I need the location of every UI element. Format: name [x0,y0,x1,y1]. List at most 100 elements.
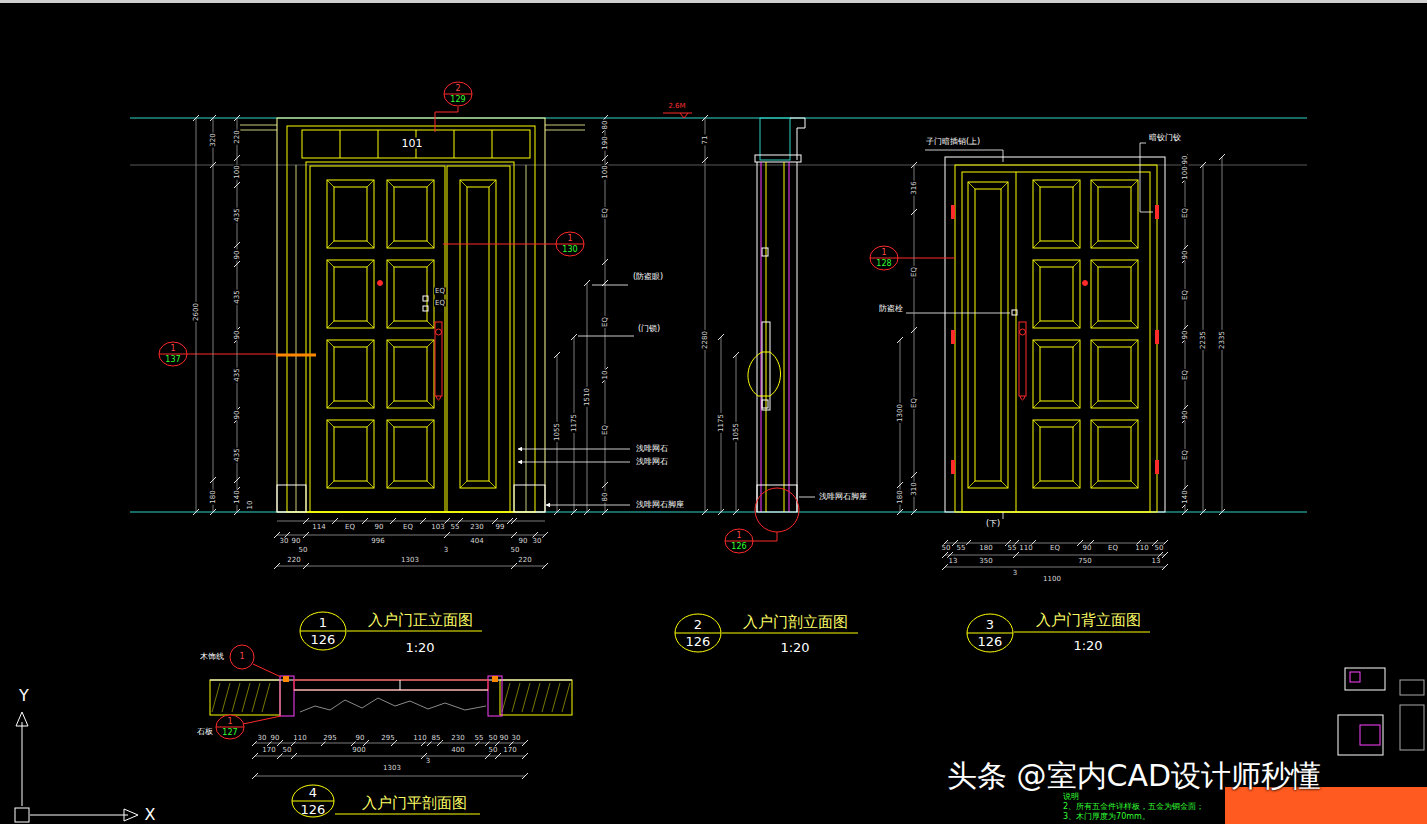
callout-text-group: 3126 [966,613,1014,653]
panel-bevel [427,401,434,408]
panel-bevel [1131,260,1138,267]
dimension-text: 1300 [897,403,904,423]
panel-bevel [1033,340,1040,347]
trim-mark [492,676,498,682]
panel-bevel [427,420,434,427]
door-handle [1020,329,1026,335]
door-panel [1098,347,1131,401]
leader-line [253,664,281,677]
material-text: 浅啡网石 [635,445,669,453]
dimension-text: EQ [911,397,918,409]
dimension-text: 230 [469,524,484,531]
panel-bevel [327,481,334,488]
callout-outline [230,645,254,669]
dimension-tick [1182,509,1188,515]
panel-bevel [387,260,394,267]
wall-hatch [512,683,520,712]
title-underline [335,814,480,815]
callout-text-group: 1126 [299,611,347,651]
jamb-line [296,165,297,512]
dimension-line [277,566,545,567]
wall-hatch [502,683,510,712]
transom [302,130,530,158]
callout-marker: 1 [229,644,255,670]
dimension-text: 2335 [1219,330,1226,350]
callout-text: (防盗眼) [632,273,664,281]
axis-line [30,815,128,816]
dimension-tick [911,509,917,515]
door-panel [394,267,427,321]
hinge-mark [951,330,955,344]
dimension-text: 2280 [702,330,709,350]
door-panel [1098,187,1131,241]
lock-mark [423,306,428,311]
door-panel [1033,180,1080,248]
dimension-tick [897,337,903,343]
door-panel [387,340,434,408]
sheet-number: 126 [978,635,1003,648]
dimension-text: 310 [911,481,918,496]
callout-text-group: 1130 [555,231,585,257]
hinge-mark [1155,330,1159,344]
callout-divider [216,727,244,728]
transom-mullion [378,130,379,158]
plan-line [294,690,488,691]
dimension-text: 2600 [193,302,200,322]
dimension-tick [1200,509,1206,515]
leader-line [1003,512,1004,519]
transom-mullion [454,130,455,158]
callout-text-group: 1128 [869,245,899,271]
jamb-line [526,165,527,512]
dimension-tick [303,518,309,524]
leader-line [243,716,281,724]
axis-arrow [124,809,138,821]
dimension-text: 3 [425,758,431,765]
dimension-text: 10 [247,500,254,511]
view-title-marker: 3126 [966,613,1014,653]
dimension-text: 110 [1134,545,1149,552]
panel-bevel [1073,321,1080,328]
dimension-tick [303,563,309,569]
panel-bevel [327,241,334,248]
dimension-tick [911,472,917,478]
callout-divider [556,244,584,245]
dimension-text: 90 [234,330,241,341]
dimension-text: 90 [234,250,241,261]
dimension-tick [234,115,240,121]
leader-line [592,285,628,286]
dimension-tick [234,242,240,248]
panel-bevel [427,481,434,488]
dimension-tick [362,518,368,524]
dimension-text: 90 [270,735,281,742]
dimension-text: 170 [261,747,276,754]
dimension-text: 90 [518,538,529,545]
dimension-tick [1200,162,1206,168]
section-mark [276,354,316,357]
callout-number: 1 [227,718,232,726]
dimension-tick [602,509,608,515]
material-text: 石板 [196,728,214,736]
dimension-text: 55 [1007,545,1018,552]
panel-bevel [1091,241,1098,248]
panel-bevel [460,481,467,488]
dimension-text: EQ [434,288,446,295]
dimension-text: EQ [1182,289,1189,301]
leader-line [752,532,777,541]
dimension-tick [193,509,199,515]
dimension-line [213,118,214,512]
panel-bevel [387,420,394,427]
dimension-text: 1510 [584,387,591,407]
panel-bevel [1131,401,1138,408]
panel-bevel [1073,260,1080,267]
dimension-tick [210,162,216,168]
door-panel [1091,340,1138,408]
dimension-text: 110 [292,735,307,742]
door-handle [1019,322,1026,396]
panel-bevel [367,321,374,328]
dimension-tick [511,563,517,569]
dimension-text: EQ [344,524,356,531]
note-text: 2、所有五金件详样板，五金为铜金面； [1062,803,1205,811]
callout-number: 1 [736,532,741,540]
